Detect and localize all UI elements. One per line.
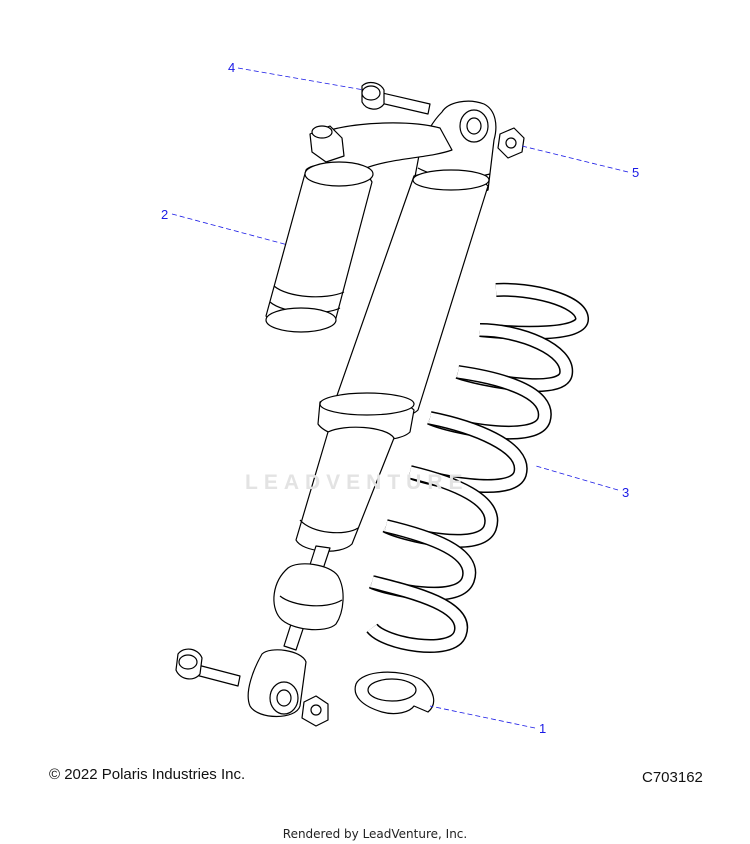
callout-1: 1: [539, 721, 547, 736]
spring-retainer: [354, 671, 435, 715]
watermark-text: LEADVENTURE: [245, 471, 469, 494]
reservoir: [265, 161, 374, 333]
leader-line-1: [429, 705, 536, 729]
bump-stop: [273, 563, 344, 631]
figure-code: C703162: [642, 769, 703, 786]
lower-bolt: [175, 648, 241, 687]
copyright-text: © 2022 Polaris Industries Inc.: [49, 766, 246, 783]
callout-2: 2: [161, 207, 169, 222]
rendered-by-text: Rendered by LeadVenture, Inc.: [282, 827, 468, 841]
leader-lines: [171, 67, 629, 729]
callout-4: 4: [228, 60, 236, 75]
upper-bolt: [361, 81, 431, 115]
upper-nut: [497, 127, 525, 159]
leader-line-4: [237, 67, 365, 91]
leader-line-5: [521, 145, 629, 173]
lower-eyelet: [247, 649, 307, 717]
lower-tube: [295, 426, 395, 552]
coil-spring: [366, 282, 589, 653]
leader-line-3: [535, 465, 619, 491]
callout-5: 5: [632, 165, 640, 180]
leader-line-2: [171, 213, 289, 246]
lower-nut: [301, 695, 329, 727]
reservoir-knob: [309, 125, 345, 163]
shock-body: [333, 169, 490, 420]
callout-3: 3: [622, 485, 630, 500]
